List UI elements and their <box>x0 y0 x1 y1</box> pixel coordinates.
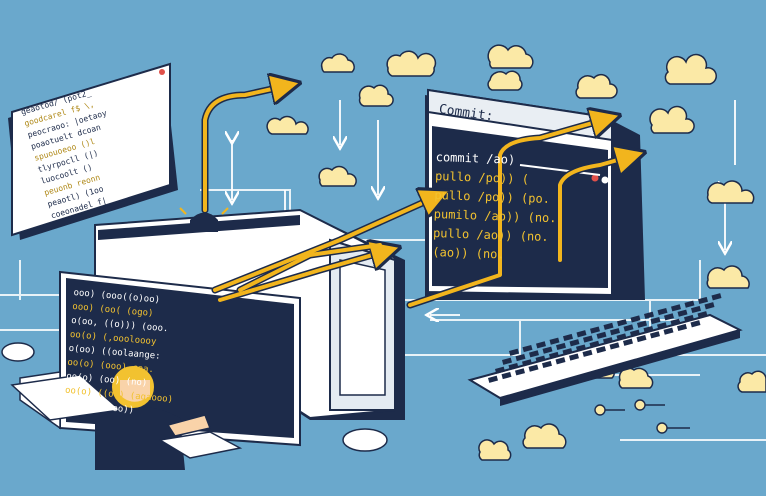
keyboard-key <box>502 357 512 365</box>
arrow-icon <box>408 118 610 307</box>
keyboard-key <box>501 371 512 380</box>
keyboard-key <box>576 344 586 352</box>
keyboard-key <box>562 348 573 356</box>
arrow-icon <box>238 243 382 292</box>
person-icon <box>95 364 243 470</box>
keyboard-key <box>657 307 668 316</box>
keyboard-key <box>515 353 526 362</box>
keyboard-key <box>677 309 688 317</box>
keyboard-key <box>583 335 593 343</box>
keyboard-key <box>568 353 579 361</box>
keyboard-icon <box>467 293 743 406</box>
keyboard-key <box>690 320 701 328</box>
keyboard-key <box>684 300 695 308</box>
keyboard-key <box>623 324 634 332</box>
keyboard-key <box>616 333 627 341</box>
cloud-icon <box>522 423 567 449</box>
keyboard-key <box>630 329 640 337</box>
keyboard-key <box>535 355 546 363</box>
yellow-arrows <box>203 85 635 307</box>
keyboard-key <box>610 328 620 336</box>
keyboard-key <box>536 341 546 349</box>
cloud-icon <box>487 44 534 69</box>
keyboard-key <box>529 350 539 358</box>
keyboard-key <box>650 316 661 325</box>
keyboard-key <box>643 325 654 334</box>
cloud-icon <box>386 50 437 77</box>
cloud-icon <box>478 439 512 461</box>
keyboard-key <box>576 330 587 338</box>
keyboard-key <box>657 322 667 330</box>
keyboard-key <box>677 323 687 332</box>
keyboard-key <box>603 337 613 345</box>
keyboard-key <box>509 348 519 356</box>
cloud-icon <box>664 53 717 85</box>
keyboard-key <box>522 359 532 367</box>
keyboard-key <box>522 344 533 353</box>
keyboard-key <box>556 342 566 351</box>
arrow-icon <box>218 250 390 302</box>
arrow-icon <box>558 155 635 262</box>
cloud-icon <box>487 70 523 91</box>
keyboard-key <box>617 319 627 327</box>
arrow-icon <box>203 85 290 212</box>
keyboard-key <box>697 311 708 319</box>
cloud-icon <box>358 84 394 107</box>
key-icons <box>594 399 690 434</box>
keyboard-key <box>636 334 647 343</box>
keyboard-key <box>549 351 559 360</box>
keyboard-key <box>515 368 525 376</box>
keyboard-key <box>549 337 560 345</box>
keyboard-key <box>671 304 681 312</box>
keyboard-key <box>684 314 694 323</box>
keyboard-key <box>670 318 681 326</box>
cloud-icon <box>737 370 766 393</box>
keyboard-key <box>691 305 701 314</box>
cloud-icon <box>575 73 618 99</box>
keyboard-key <box>555 357 566 365</box>
cloud-icon <box>320 53 355 73</box>
keyboard-key <box>528 364 539 372</box>
code-line: (ao)) (no. <box>432 244 505 262</box>
cloud-icon <box>649 105 695 134</box>
keyboard-key <box>582 349 593 357</box>
keyboard-key <box>563 333 573 342</box>
cloud-icon <box>266 115 309 135</box>
clouds <box>266 44 766 461</box>
keyboard-key <box>630 315 641 323</box>
cloud-icon <box>318 165 357 187</box>
keyboard-key <box>508 362 519 371</box>
cloud-icon <box>618 367 654 389</box>
keyboard-key <box>704 302 715 310</box>
code-line: commit /ao) <box>435 150 516 167</box>
keyboard-key <box>637 320 647 328</box>
keyboard-key <box>569 339 580 347</box>
cloud-icon <box>706 180 755 204</box>
keyboard-key <box>495 366 505 374</box>
keyboard-key <box>644 311 654 319</box>
keyboard-key <box>698 296 708 305</box>
keyboard-key <box>542 360 552 369</box>
keyboard-key <box>542 346 553 354</box>
keyboard-key <box>650 331 660 339</box>
mouse-icon <box>1 342 388 452</box>
keyboard-key <box>596 346 606 354</box>
cloud-icon <box>706 265 750 289</box>
keyboard-key <box>711 293 722 301</box>
keyboard-key <box>488 375 498 383</box>
keyboard-key <box>596 331 607 339</box>
keyboard-key <box>609 342 620 350</box>
keyboard-key <box>603 322 614 330</box>
keyboard-key <box>589 340 600 348</box>
keyboard-key <box>663 327 674 335</box>
arrow-icon <box>213 195 440 292</box>
keyboard-key <box>623 338 633 346</box>
left-code-panel <box>8 62 178 240</box>
keyboard-key <box>664 313 674 321</box>
keyboard-key <box>590 326 600 334</box>
